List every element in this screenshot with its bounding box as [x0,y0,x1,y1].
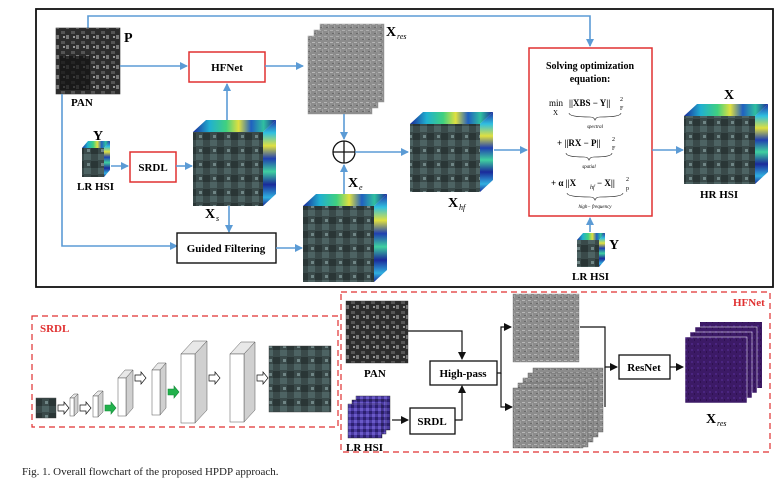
figure-caption: Fig. 1. Overall flowchart of the propose… [22,466,279,478]
opt-term2: + ||RX − P|| [557,138,600,148]
opt-term1: ||XBS − Y|| [569,98,610,108]
hfnet-pan-image [345,300,409,364]
hfnet-box [188,51,266,83]
arrow-hfpan-to-highpass [408,330,466,360]
opt-term3-sub: hf [590,184,596,191]
hfnet-box-label: HFNet [211,62,243,74]
xhf-cube [410,112,493,192]
main-flow-frame [35,8,774,288]
xs-cube [193,120,276,206]
opt-term3-brace [566,192,624,201]
opt-min: min [549,98,564,108]
hfnet-panel-title: HFNet [733,297,765,309]
arrow-top-to-resnet [580,326,618,371]
hr-hsi-cube [684,104,768,184]
opt-term1-note: spectral [587,125,604,130]
xhf-label: X [448,196,458,211]
opt-term3-sq: 2 [626,177,629,183]
opt-term1-norm: F [620,106,624,112]
hfnet-lrhsi-label: LR HSI [346,442,383,454]
highpass-label: High-pass [439,368,487,380]
hfnet-xres-sub: res [717,419,726,428]
xhf-sub: hf [459,203,467,212]
xres-sub: res [397,32,406,41]
opt-term1-sq: 2 [620,97,623,103]
pan-image [55,27,121,95]
resnet-label: ResNet [627,362,661,374]
y2-label: Y [609,238,619,253]
arrow-highpass-to-bottom [500,373,513,411]
opt-term3-note: high− frequency [578,205,612,210]
srdl-network-layers [35,340,332,424]
hr-hsi-label: HR HSI [700,189,738,201]
xs-sub: s [216,214,219,223]
hfnet-srdl-box [409,407,456,435]
lr-hsi-label-2: LR HSI [572,271,609,283]
guided-filtering-label: Guided Filtering [187,243,266,255]
lr-hsi-cube-2 [577,233,605,267]
opt-title-line1: Solving optimization [546,61,635,72]
hfnet-srdl-label: SRDL [417,416,446,428]
xs-label: X [205,207,215,222]
opt-term1-brace [568,112,622,121]
pan-label: PAN [71,97,93,109]
xres-label: X [386,25,396,40]
opt-term2-note: spatial [582,165,596,170]
opt-term3-end: − X|| [597,178,615,188]
srdl-box-label: SRDL [138,162,167,174]
xe-cube [303,194,387,282]
xres-image-stack [307,23,385,115]
srdl-panel-frame [31,315,339,428]
hfnet-xres-stack [684,322,762,404]
arrow-hfsrdl-to-highpass [455,385,466,421]
srdl-box [129,151,177,183]
srdl-panel-title: SRDL [40,323,69,335]
xe-label: X [348,176,358,191]
hfnet-xres-label: X [706,412,716,427]
sum-operator [332,140,356,164]
resnet-box [618,354,671,380]
hfnet-pan-highfreq-image [512,293,580,363]
opt-min-var: X [553,109,558,117]
p-label: P [124,31,133,46]
opt-title-line2: equation: [570,74,611,85]
lr-hsi-label: LR HSI [77,181,114,193]
xe-sub: e [359,183,363,192]
opt-term2-norm: F [612,146,616,152]
opt-term3: + α ||X [551,178,577,188]
arrow-pan-to-guided [61,94,178,250]
y-label: Y [93,129,103,144]
lr-hsi-cube [82,141,110,177]
opt-term2-brace [565,152,613,161]
opt-term3-norm: p [626,186,629,192]
opt-term2-sq: 2 [612,137,615,143]
optimization-box [528,47,653,217]
arrow-highpass-to-top [497,323,512,374]
hfnet-hsi-highfreq-stack [512,367,604,449]
hfnet-pan-label: PAN [364,368,386,380]
hfnet-lrhsi-stack [347,395,391,439]
hfnet-panel-frame [340,291,771,453]
x-label: X [724,88,734,103]
